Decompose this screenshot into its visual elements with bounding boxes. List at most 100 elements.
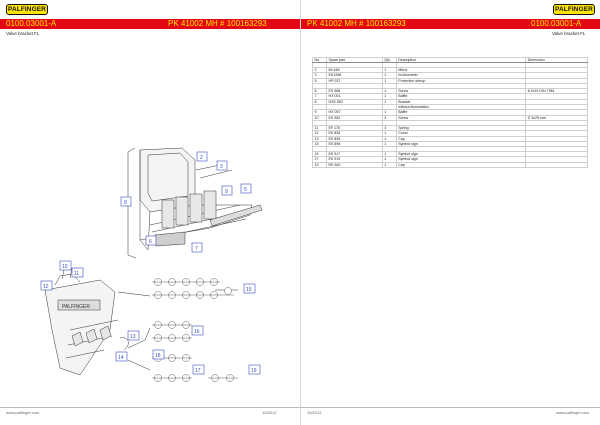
- callout-18: 18: [152, 349, 165, 360]
- callout-text: 5: [244, 187, 247, 193]
- cell-spare-part: EK1268: [325, 72, 383, 79]
- cell-spare-part: [325, 146, 383, 153]
- callout-13: 13: [127, 330, 140, 341]
- table-header-row: No. Spare part Qty. Description Dimensio…: [312, 56, 588, 64]
- cell-qty: 1: [381, 99, 397, 106]
- cell-spare-part: EK 836: [325, 136, 383, 143]
- table-row: [312, 120, 588, 126]
- cell-dimension: [525, 99, 588, 106]
- footer-date: 10/2012: [262, 410, 277, 415]
- cell-description: Symbol sign: [395, 141, 526, 148]
- callout-17: 17: [192, 364, 205, 375]
- col-header-no: No.: [312, 56, 327, 64]
- cell-dimension: [525, 125, 588, 132]
- col-header-dimension: Dimension: [525, 56, 588, 64]
- callout-16: 16: [191, 325, 204, 336]
- doc-code: 0100.03001-A: [6, 19, 57, 28]
- cell-dimension: 6.2x19 DIN 7981: [525, 88, 588, 95]
- cell-description: [395, 83, 526, 89]
- cell-dimension: [525, 109, 588, 116]
- cell-spare-part: IM 448: [325, 67, 383, 74]
- doc-code: 0100.03001-A: [531, 19, 582, 28]
- cell-no: 7: [312, 93, 327, 100]
- cell-spare-part: HX 057: [325, 109, 383, 116]
- callout-3: 3: [216, 160, 228, 171]
- cell-no: [312, 146, 327, 153]
- cell-dimension: [525, 104, 588, 111]
- callout-text: 12: [43, 284, 49, 290]
- cell-qty: 1: [381, 136, 397, 143]
- col-header-qty: Qty.: [381, 56, 397, 64]
- cell-qty: 1: [381, 93, 397, 100]
- cell-dimension: [525, 67, 588, 74]
- callout-5: 5: [240, 183, 252, 194]
- table-row: [312, 62, 588, 68]
- palfinger-logo: PALFINGER: [6, 4, 48, 15]
- cell-no: 3: [312, 72, 327, 79]
- cell-no: 10: [312, 115, 327, 122]
- cell-spare-part: [325, 62, 383, 68]
- cell-spare-part: EK 917: [325, 151, 383, 158]
- cell-dimension: D 3x25 mm: [525, 115, 588, 122]
- cell-qty: 1: [381, 141, 397, 148]
- col-header-spare-part: Spare part: [325, 56, 383, 64]
- drawing-brand-lettering: PALFINGER: [62, 304, 90, 310]
- cell-dimension: [525, 93, 588, 100]
- footer-divider: [0, 407, 300, 408]
- cell-no: 5: [312, 78, 327, 85]
- cell-qty: 1: [381, 67, 397, 74]
- model-title: PK 41002 MH # 100163293: [168, 19, 267, 28]
- cell-description: Mirror: [395, 67, 526, 74]
- cell-no: 8: [312, 99, 327, 106]
- cell-spare-part: RK 840: [325, 162, 383, 169]
- table-row: [312, 83, 588, 89]
- model-title: PK 41002 MH # 100163293: [307, 19, 406, 28]
- cell-no: 15: [312, 141, 327, 148]
- cell-spare-part: [325, 120, 383, 126]
- brand-text: PALFINGER: [555, 6, 593, 13]
- callout-8: 8: [120, 196, 132, 207]
- cell-spare-part: EK 919: [325, 156, 383, 163]
- callout-14: 14: [115, 351, 128, 362]
- callout-text: 9: [225, 189, 228, 195]
- cell-description: Cover: [395, 130, 526, 137]
- footer-website[interactable]: www.palfinger.com: [6, 410, 40, 415]
- cell-dimension: [525, 151, 588, 158]
- callout-10: 10: [59, 260, 72, 271]
- cell-spare-part: EF 176: [325, 125, 383, 132]
- cell-spare-part: EK 898: [325, 141, 383, 148]
- footer-website[interactable]: www.palfinger.com: [556, 410, 590, 415]
- callout-text: 7: [195, 246, 198, 252]
- callout-text: 18: [155, 353, 161, 359]
- left-page: PALFINGER 0100.03001-A PK 41002 MH # 100…: [0, 4, 300, 415]
- cell-qty: 3: [381, 115, 397, 122]
- callout-text: 11: [74, 271, 79, 277]
- cell-dimension: [525, 156, 588, 163]
- cell-no: 19: [312, 162, 327, 169]
- valve-bracket-illustration: PALFINGER: [44, 147, 263, 376]
- cell-qty: 3: [381, 125, 397, 132]
- cell-dimension: [525, 146, 588, 153]
- callout-11: 11: [71, 267, 84, 278]
- cell-dimension: [525, 72, 588, 79]
- cell-description: Spring: [395, 125, 526, 132]
- cell-no: [312, 83, 327, 89]
- cell-description: Protection stirrup: [395, 78, 526, 85]
- cell-description: Symbol sign: [395, 156, 526, 163]
- callout-text: 17: [195, 368, 201, 374]
- callout-text: 19: [251, 368, 257, 374]
- cell-no: 17: [312, 156, 327, 163]
- cell-description: Baffle: [395, 93, 526, 100]
- callout-text: 10: [62, 264, 68, 270]
- cell-qty: 1: [381, 156, 397, 163]
- cell-dimension: [525, 78, 588, 85]
